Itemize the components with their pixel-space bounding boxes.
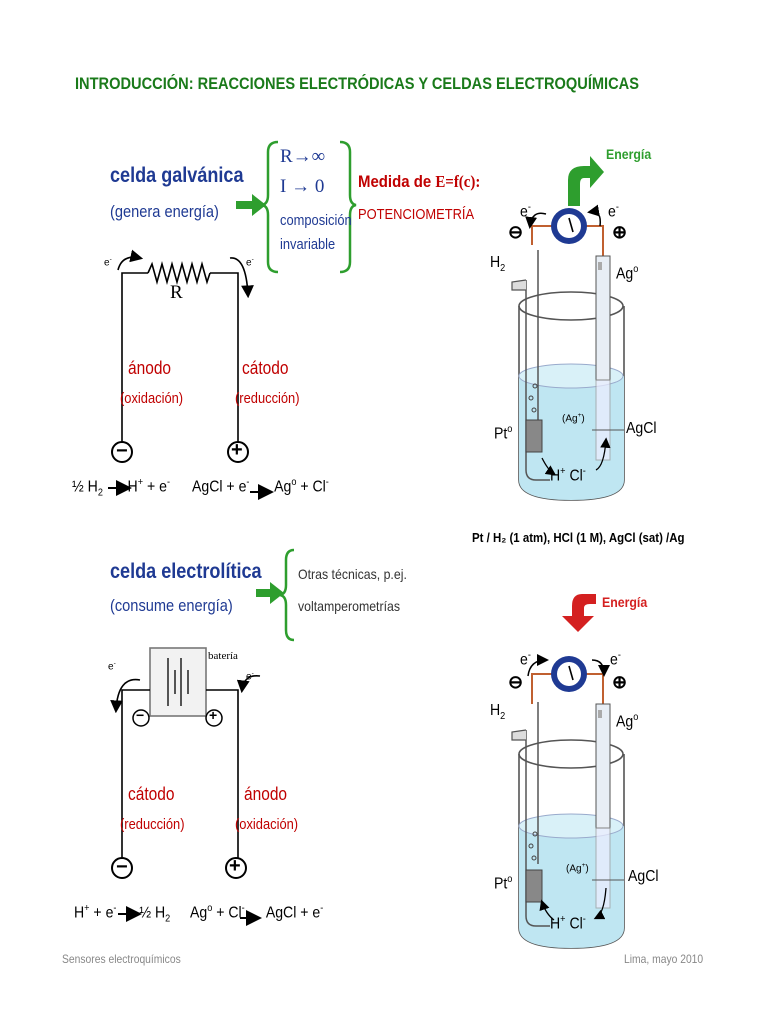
electrolytic-cathode-equation: H+ + e-½ H2	[74, 903, 171, 925]
ag-ion-label: (Ag+)	[566, 862, 589, 875]
other-techniques-2: voltamperometrías	[298, 598, 401, 614]
ag-ion-label: (Ag+)	[562, 412, 585, 425]
galvanic-left-brace	[261, 140, 279, 274]
pt0-label: Pto	[494, 874, 513, 893]
electron-label: e-	[104, 256, 112, 269]
resistor-symbol	[147, 261, 211, 285]
battery-label: batería	[208, 650, 238, 662]
condition-comp1: composición	[280, 212, 352, 229]
h-ion-label: H+ Cl-	[550, 466, 586, 485]
electrolytic-brace	[279, 548, 295, 642]
energy-out-label: Energía	[606, 146, 652, 162]
ag0-label: Ago	[616, 712, 639, 731]
galvanic-cathode: cátodo	[242, 358, 289, 378]
galvanic-anode-terminal	[111, 441, 133, 463]
electrolytic-cathode-terminal	[111, 857, 133, 879]
battery-box	[149, 647, 207, 717]
condition-r: R→∞	[280, 146, 326, 167]
galvanic-subheading: (genera energía)	[110, 202, 219, 221]
technique-label: POTENCIOMETRÍA	[358, 206, 475, 223]
electrolytic-cathode: cátodo	[128, 784, 175, 804]
galvanic-cathode-sub: (reducción)	[235, 390, 300, 407]
footer-left: Sensores electroquímicos	[62, 952, 181, 966]
page-title: INTRODUCCIÓN: REACCIONES ELECTRÓDICAS Y …	[75, 74, 639, 93]
energy-in-arrow	[562, 594, 596, 632]
electrolytic-arrow	[256, 582, 284, 604]
h-ion-label: H+ Cl-	[550, 914, 586, 933]
electrolytic-heading: celda electrolítica	[110, 560, 262, 583]
footer-right: Lima, mayo 2010	[624, 952, 704, 966]
galvanic-arrow	[236, 194, 266, 216]
electron-label: e-	[520, 650, 531, 669]
measure-label: Medida de E=f(c):	[358, 172, 481, 191]
energy-out-arrow	[568, 156, 604, 206]
electron-label: e-	[246, 670, 254, 683]
condition-comp2: invariable	[280, 236, 336, 253]
ag0-label: Ago	[616, 264, 639, 283]
galvanic-cathode-terminal	[227, 441, 249, 463]
galvanic-right-brace	[339, 140, 357, 274]
h2-label: H2	[490, 254, 506, 275]
plus-terminal: ⊕	[612, 222, 628, 242]
pt0-label: Pto	[494, 424, 513, 443]
bottom-cell-graphic	[511, 594, 625, 949]
cell-notation: Pt / H₂ (1 atm), HCl (1 M), AgCl (sat) /…	[472, 530, 685, 545]
electrolytic-subheading: (consume energía)	[110, 596, 233, 615]
agcl-label: AgCl	[626, 420, 657, 437]
electron-label: e-	[108, 660, 116, 673]
electrolytic-anode-sub: (oxidación)	[235, 816, 299, 833]
electron-label: e-	[246, 256, 254, 269]
other-techniques-1: Otras técnicas, p.ej.	[298, 566, 407, 582]
plus-terminal: ⊕	[612, 672, 628, 692]
energy-in-label: Energía	[602, 594, 648, 610]
h2-label: H2	[490, 702, 506, 723]
electrolytic-circuit	[110, 647, 261, 860]
electrolytic-cathode-sub: (reducción)	[120, 816, 185, 833]
battery-plus: +	[209, 707, 218, 723]
minus-terminal: ⊖	[508, 222, 524, 242]
minus-terminal: ⊖	[508, 672, 524, 692]
agcl-label: AgCl	[628, 868, 659, 885]
resistor-label: R	[170, 282, 183, 303]
galvanic-cathode-equation: AgCl + e-Ago + Cl-	[192, 477, 329, 496]
plus-sign: +	[229, 855, 241, 877]
electron-label: e-	[608, 202, 619, 221]
electrolytic-anode-terminal	[225, 857, 247, 879]
electrolytic-anode: ánodo	[244, 784, 288, 804]
galvanic-anode-sub: (oxidación)	[120, 390, 184, 407]
minus-sign: −	[116, 440, 128, 462]
condition-i: I → 0	[280, 176, 325, 197]
battery-minus: −	[136, 707, 145, 723]
galvanic-circuit	[117, 249, 254, 460]
minus-sign: −	[116, 856, 128, 878]
galvanic-heading: celda galvánica	[110, 164, 244, 187]
electron-label: e-	[610, 650, 621, 669]
electron-label: e-	[520, 202, 531, 221]
battery-symbol	[167, 658, 189, 706]
top-cell-graphic	[511, 156, 625, 501]
plus-sign: +	[231, 439, 243, 461]
galvanic-anode: ánodo	[128, 358, 172, 378]
electrolytic-anode-equation: Ago + Cl-AgCl + e-	[190, 903, 324, 922]
